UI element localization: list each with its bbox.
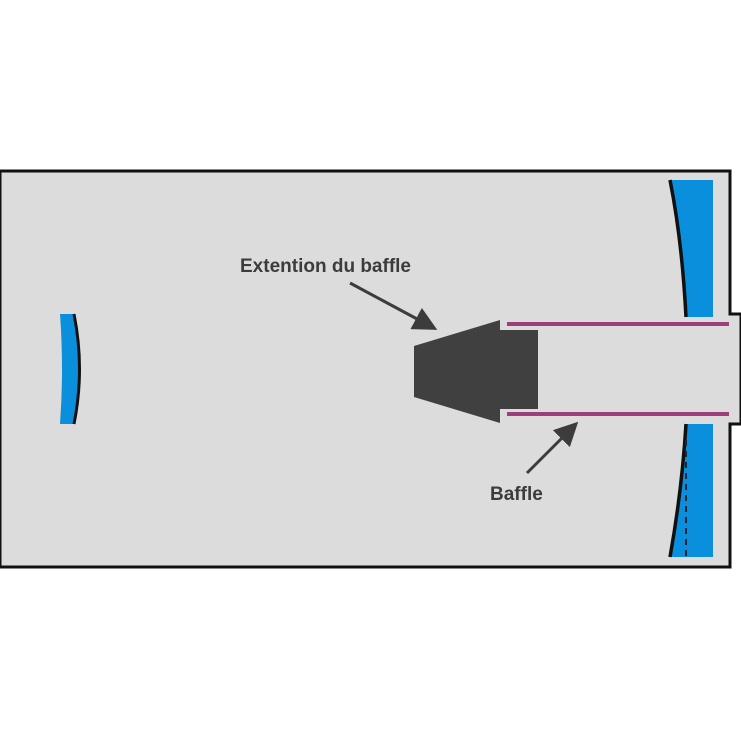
baffle-tube bbox=[507, 322, 729, 416]
baffle-extension-arrow bbox=[349, 281, 438, 330]
secondary-mirror bbox=[60, 313, 81, 425]
primary-mirror bbox=[668, 179, 713, 558]
telescope-tube bbox=[0, 169, 741, 569]
baffle-label: Baffle bbox=[490, 484, 543, 505]
baffle-extension bbox=[414, 320, 538, 423]
baffle-arrow bbox=[525, 421, 579, 475]
baffle-extension-label: Extention du baffle bbox=[240, 256, 411, 277]
